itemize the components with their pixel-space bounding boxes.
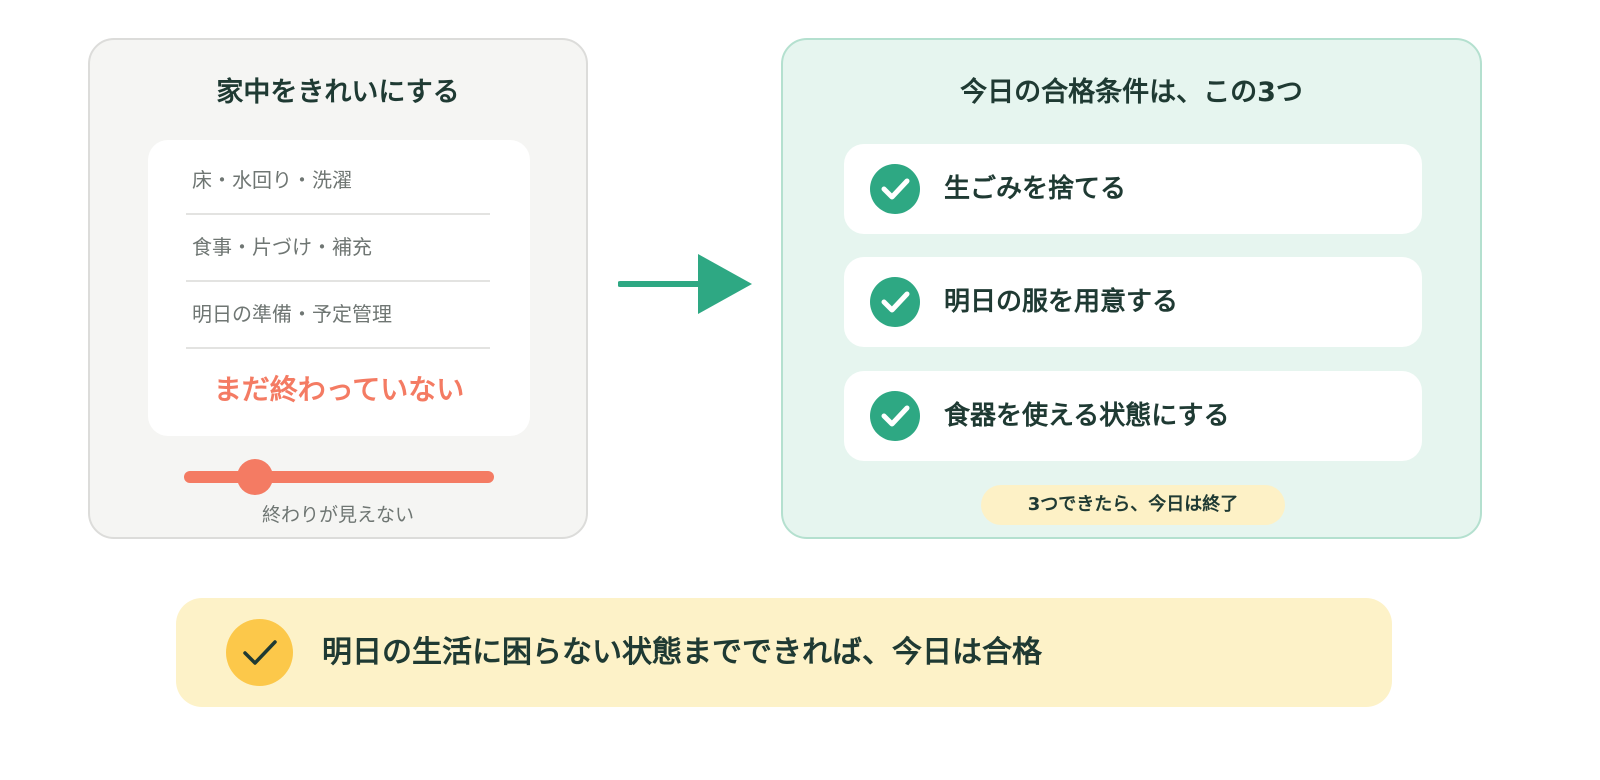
progress-slider bbox=[184, 459, 494, 495]
pass-conditions-title: 今日の合格条件は、この3つ bbox=[960, 77, 1303, 108]
status-not-finished: まだ終わっていない bbox=[213, 373, 465, 406]
task-item: 床・水回り・洗濯 bbox=[192, 168, 352, 192]
conclusion-text: 明日の生活に困らない状態までできれば、今日は合格 bbox=[322, 635, 1042, 670]
conclusion-banner: 明日の生活に困らない状態までできれば、今日は合格 bbox=[176, 598, 1392, 707]
divider bbox=[186, 280, 490, 282]
slider-thumb bbox=[237, 459, 274, 495]
arrow-right-icon bbox=[617, 252, 754, 316]
condition-label: 食器を使える状態にする bbox=[944, 401, 1230, 431]
condition-card: 食器を使える状態にする bbox=[844, 371, 1422, 461]
task-item: 明日の準備・予定管理 bbox=[192, 302, 392, 326]
task-list-card: 床・水回り・洗濯 食事・片づけ・補充 明日の準備・予定管理 まだ終わっていない bbox=[148, 140, 530, 436]
current-state-title: 家中をきれいにする bbox=[216, 77, 460, 108]
condition-card: 明日の服を用意する bbox=[844, 257, 1422, 347]
check-icon bbox=[226, 619, 293, 686]
task-item: 食事・片づけ・補充 bbox=[192, 235, 372, 259]
condition-card: 生ごみを捨てる bbox=[844, 144, 1422, 234]
divider bbox=[186, 347, 490, 349]
check-circle-icon bbox=[870, 391, 920, 441]
condition-label: 明日の服を用意する bbox=[944, 287, 1179, 317]
check-circle-icon bbox=[870, 164, 920, 214]
slider-caption: 終わりが見えない bbox=[261, 504, 414, 526]
done-badge: 3つできたら、今日は終了 bbox=[981, 485, 1285, 525]
pass-conditions-panel: 今日の合格条件は、この3つ 生ごみを捨てる 明日の服を用意する 食器を使える状態… bbox=[781, 38, 1482, 539]
divider bbox=[186, 213, 490, 215]
condition-label: 生ごみを捨てる bbox=[944, 174, 1127, 204]
current-state-panel: 家中をきれいにする 床・水回り・洗濯 食事・片づけ・補充 明日の準備・予定管理 … bbox=[88, 38, 588, 539]
check-circle-icon bbox=[870, 277, 920, 327]
